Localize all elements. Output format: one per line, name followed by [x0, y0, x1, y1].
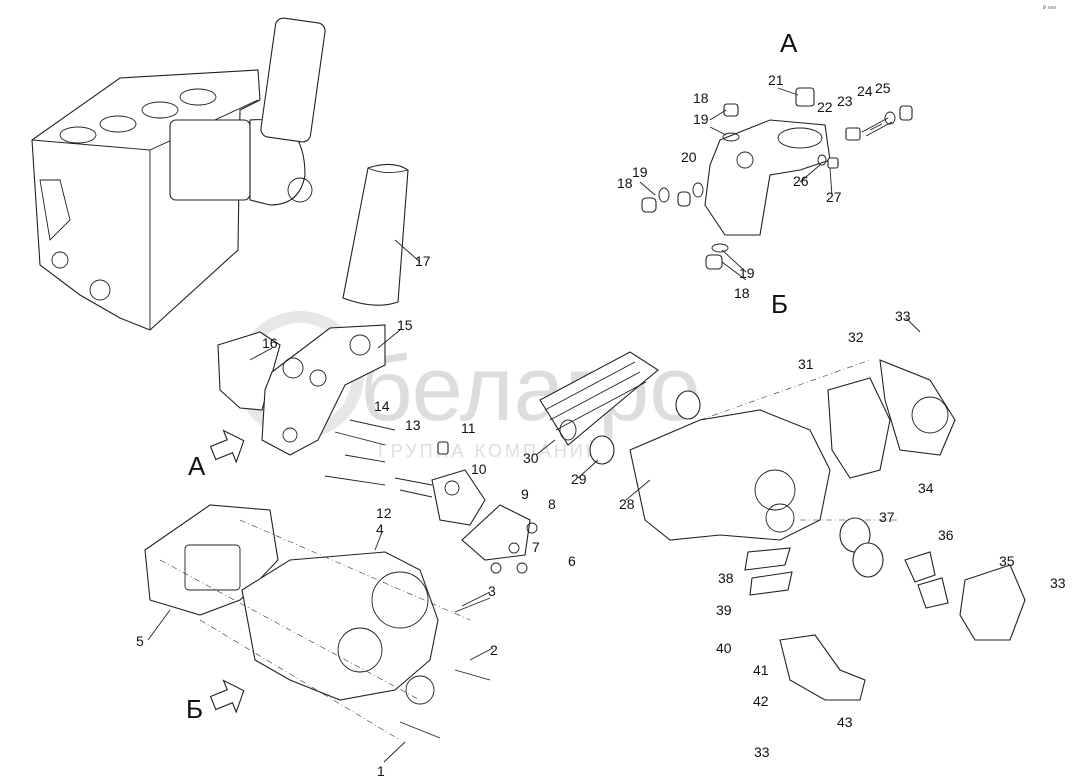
view-letter-b-arrow: Б	[186, 694, 203, 724]
callout-2: 2	[490, 642, 498, 658]
pump-assembly	[324, 419, 538, 574]
callout-23: 23	[837, 93, 853, 109]
callout-28: 28	[619, 496, 635, 512]
callout-42: 42	[753, 693, 769, 709]
callout-33-bottom: 33	[754, 744, 770, 760]
callout-16: 16	[262, 335, 278, 351]
callout-27: 27	[826, 189, 842, 205]
callout-29: 29	[571, 471, 587, 487]
callout-15: 15	[397, 317, 413, 333]
engine-block	[31, 17, 326, 331]
callout-11: 11	[461, 420, 476, 436]
corner-note: ₽ ≡≡≡	[1043, 5, 1056, 11]
callout-19-a: 19	[693, 111, 709, 127]
callout-19-b: 19	[632, 164, 648, 180]
view-arrow-b	[209, 679, 245, 714]
watermark-tagline: ГРУППА КОМПАНИЙ	[378, 440, 602, 461]
callout-22: 22	[817, 99, 833, 115]
callout-18-b: 18	[617, 175, 633, 191]
callout-38: 38	[718, 570, 734, 586]
callout-1: 1	[377, 763, 385, 779]
callout-18-a: 18	[693, 90, 709, 106]
callout-39: 39	[716, 602, 732, 618]
oil-cooler	[539, 351, 701, 465]
gear-housing	[629, 359, 900, 541]
callout-18-c: 18	[734, 285, 750, 301]
watermark: белагро ГРУППА КОМПАНИЙ	[236, 311, 701, 461]
view-letter-a-top: А	[780, 28, 798, 58]
view-arrow-a	[209, 429, 245, 464]
oil-housing	[217, 324, 386, 456]
callout-20: 20	[681, 149, 697, 165]
callout-33-right: 33	[1050, 575, 1066, 591]
callout-14: 14	[374, 398, 390, 414]
callout-35: 35	[999, 553, 1015, 569]
water-pump	[827, 359, 956, 479]
callout-33-top: 33	[895, 308, 911, 324]
callout-25: 25	[875, 80, 891, 96]
callout-36: 36	[938, 527, 954, 543]
callout-31: 31	[798, 356, 814, 372]
callout-41: 41	[753, 662, 769, 678]
callout-13: 13	[405, 417, 421, 433]
filter-element	[342, 163, 409, 306]
callout-32: 32	[848, 329, 864, 345]
view-letter-a-arrow: А	[188, 451, 206, 481]
callout-8: 8	[548, 496, 556, 512]
thermostat-housing	[839, 517, 1026, 641]
callout-9: 9	[521, 486, 529, 502]
callout-21: 21	[768, 72, 784, 88]
callout-10: 10	[471, 461, 487, 477]
watermark-brand: белагро	[360, 338, 701, 440]
callout-labels: 1 2 3 4 5 6 7 8 9 10 11 12 13 14 15 16 1…	[136, 72, 1066, 779]
leader-lines	[147, 87, 921, 763]
coolant-outlet	[744, 547, 866, 701]
callout-30: 30	[523, 450, 539, 466]
callout-12: 12	[376, 505, 392, 521]
callout-7: 7	[532, 539, 540, 555]
view-a-detail	[641, 87, 913, 270]
callout-5: 5	[136, 633, 144, 649]
callout-6: 6	[568, 553, 576, 569]
callout-3: 3	[488, 583, 496, 599]
callout-37: 37	[879, 509, 895, 525]
callout-34: 34	[918, 480, 934, 496]
front-cover	[144, 504, 491, 741]
callout-17: 17	[415, 253, 431, 269]
view-arrows	[209, 429, 245, 714]
callout-24: 24	[857, 83, 873, 99]
callout-4: 4	[376, 521, 384, 537]
view-letter-b-top: Б	[771, 289, 788, 319]
callout-43: 43	[837, 714, 853, 730]
callout-40: 40	[716, 640, 732, 656]
